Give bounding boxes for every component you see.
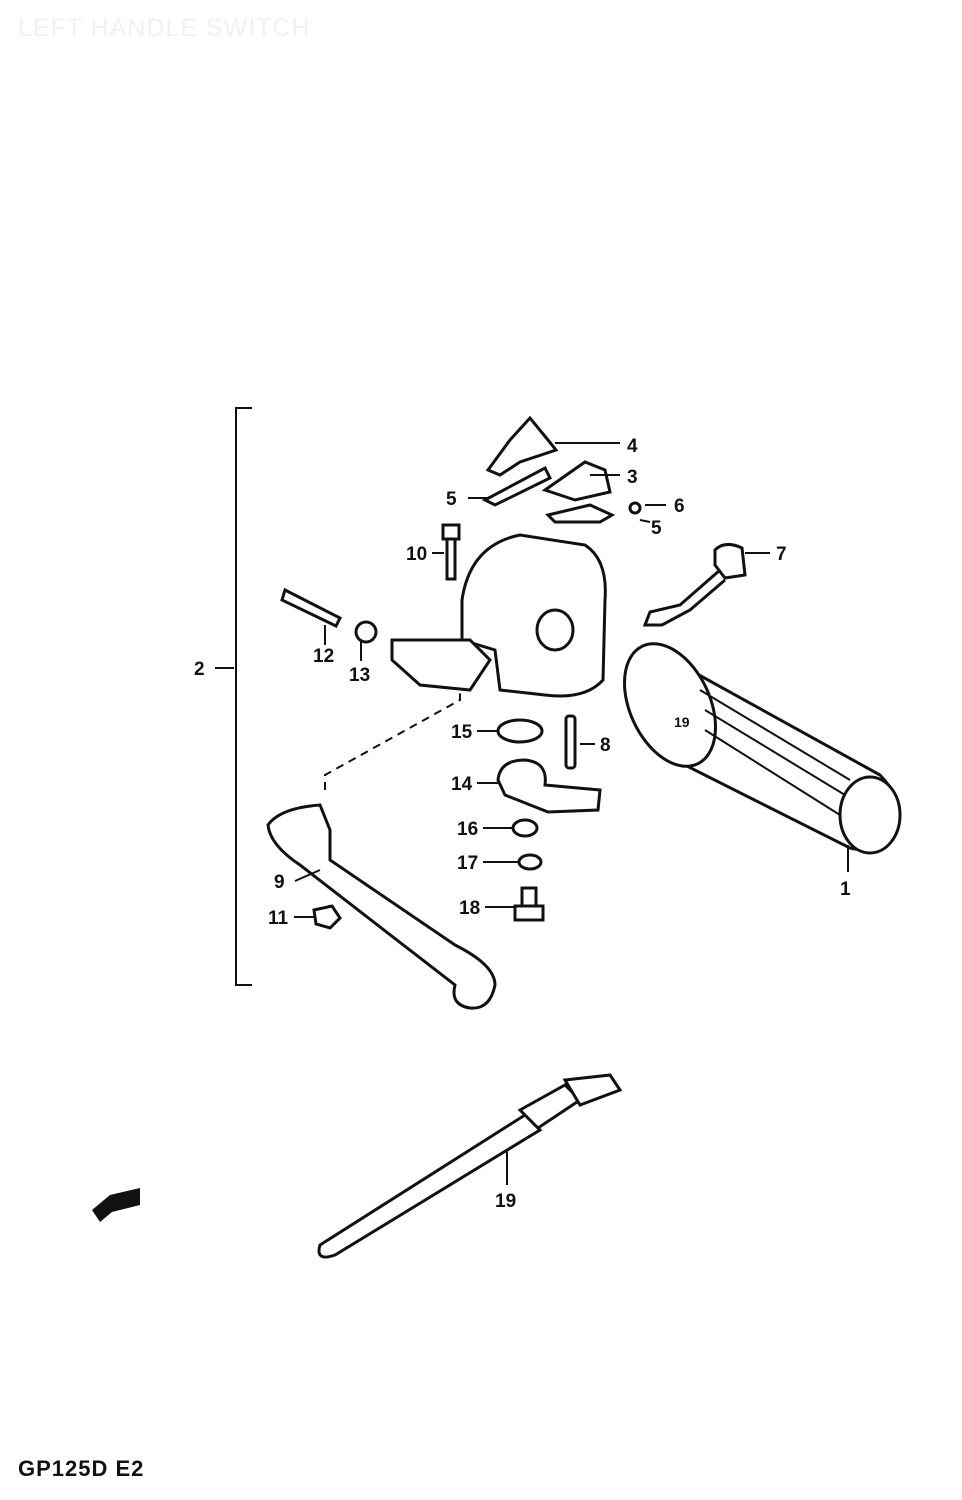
callout-2: 2 bbox=[194, 659, 205, 680]
callout-16: 16 bbox=[457, 819, 478, 840]
callout-13: 13 bbox=[349, 665, 370, 686]
washer-16 bbox=[511, 818, 539, 838]
callout-19: 19 bbox=[495, 1191, 516, 1212]
switch-housing bbox=[390, 533, 607, 698]
washer-15 bbox=[496, 718, 544, 744]
callout-5: 5 bbox=[651, 518, 662, 539]
callout-10: 10 bbox=[406, 544, 427, 565]
callout-9: 9 bbox=[274, 872, 285, 893]
cable-tie-19 bbox=[317, 1073, 623, 1259]
wire-clip-7 bbox=[642, 543, 747, 627]
front-arrow-icon bbox=[92, 1188, 140, 1222]
callout-19-grip: 19 bbox=[674, 714, 690, 730]
callout-15: 15 bbox=[451, 722, 473, 743]
assembly-bracket bbox=[235, 407, 252, 986]
callout-17: 17 bbox=[457, 853, 478, 874]
callout-12: 12 bbox=[313, 646, 334, 667]
callout-1: 1 bbox=[840, 879, 851, 900]
callout-5: 5 bbox=[446, 489, 457, 510]
callout-8: 8 bbox=[600, 735, 611, 756]
screw-10 bbox=[441, 523, 461, 581]
model-code: GP125D E2 bbox=[18, 1456, 145, 1481]
callout-11: 11 bbox=[268, 908, 289, 929]
lever-holder-14 bbox=[496, 758, 602, 814]
diagram-title: LEFT HANDLE SWITCH bbox=[18, 14, 311, 42]
callout-6: 6 bbox=[674, 496, 685, 517]
callout-18: 18 bbox=[459, 898, 480, 919]
dimmer-knob-4 bbox=[485, 415, 559, 477]
bolt-18 bbox=[513, 886, 545, 922]
spring-5b bbox=[545, 503, 616, 524]
callout-3: 3 bbox=[627, 467, 638, 488]
spring-5 bbox=[481, 465, 553, 507]
pin-8 bbox=[564, 714, 577, 770]
turn-signal-knob-3 bbox=[541, 460, 612, 502]
callout-7: 7 bbox=[776, 544, 787, 565]
callout-14: 14 bbox=[451, 774, 473, 795]
screw-12 bbox=[280, 587, 343, 628]
screw-6 bbox=[628, 501, 642, 515]
nut-11 bbox=[312, 904, 342, 930]
handle-grip-1 bbox=[623, 642, 902, 855]
callout-4: 4 bbox=[627, 436, 638, 457]
clip-13 bbox=[354, 620, 378, 644]
clutch-lever-9 bbox=[266, 803, 497, 1010]
nut-17 bbox=[517, 853, 543, 871]
